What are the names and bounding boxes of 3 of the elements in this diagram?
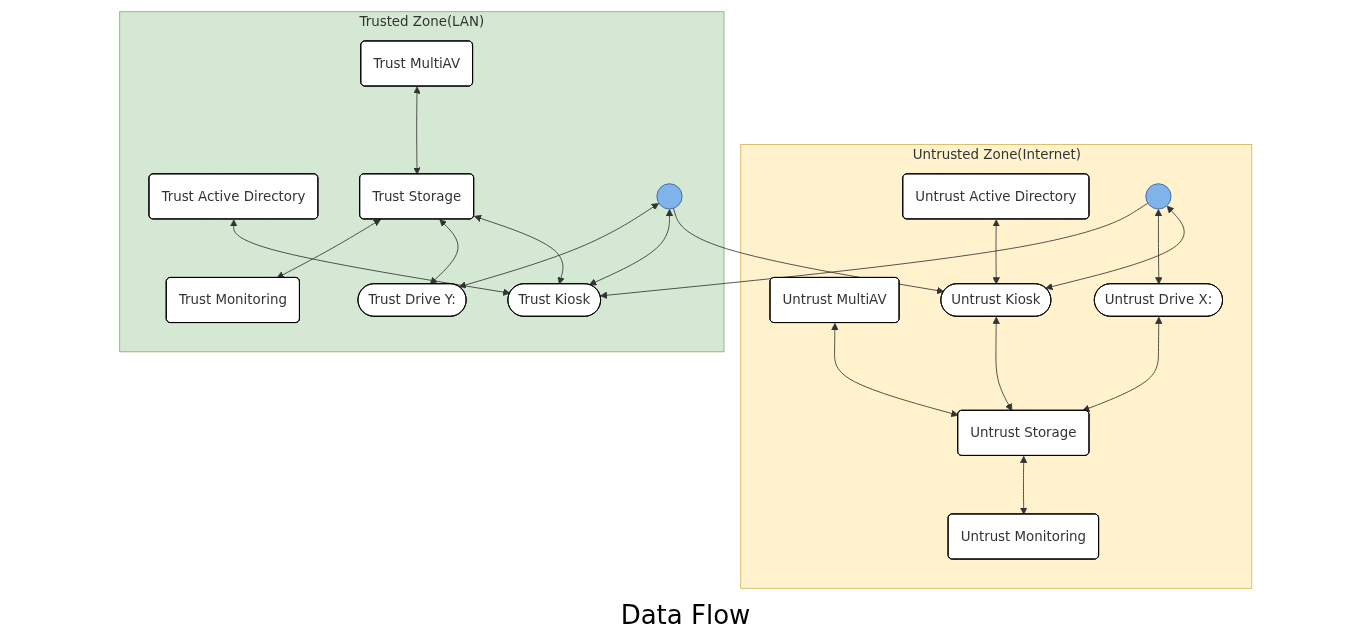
caption-text: Data Flow: [619, 600, 752, 630]
node-person: [656, 183, 683, 210]
node-person: [1145, 183, 1172, 210]
